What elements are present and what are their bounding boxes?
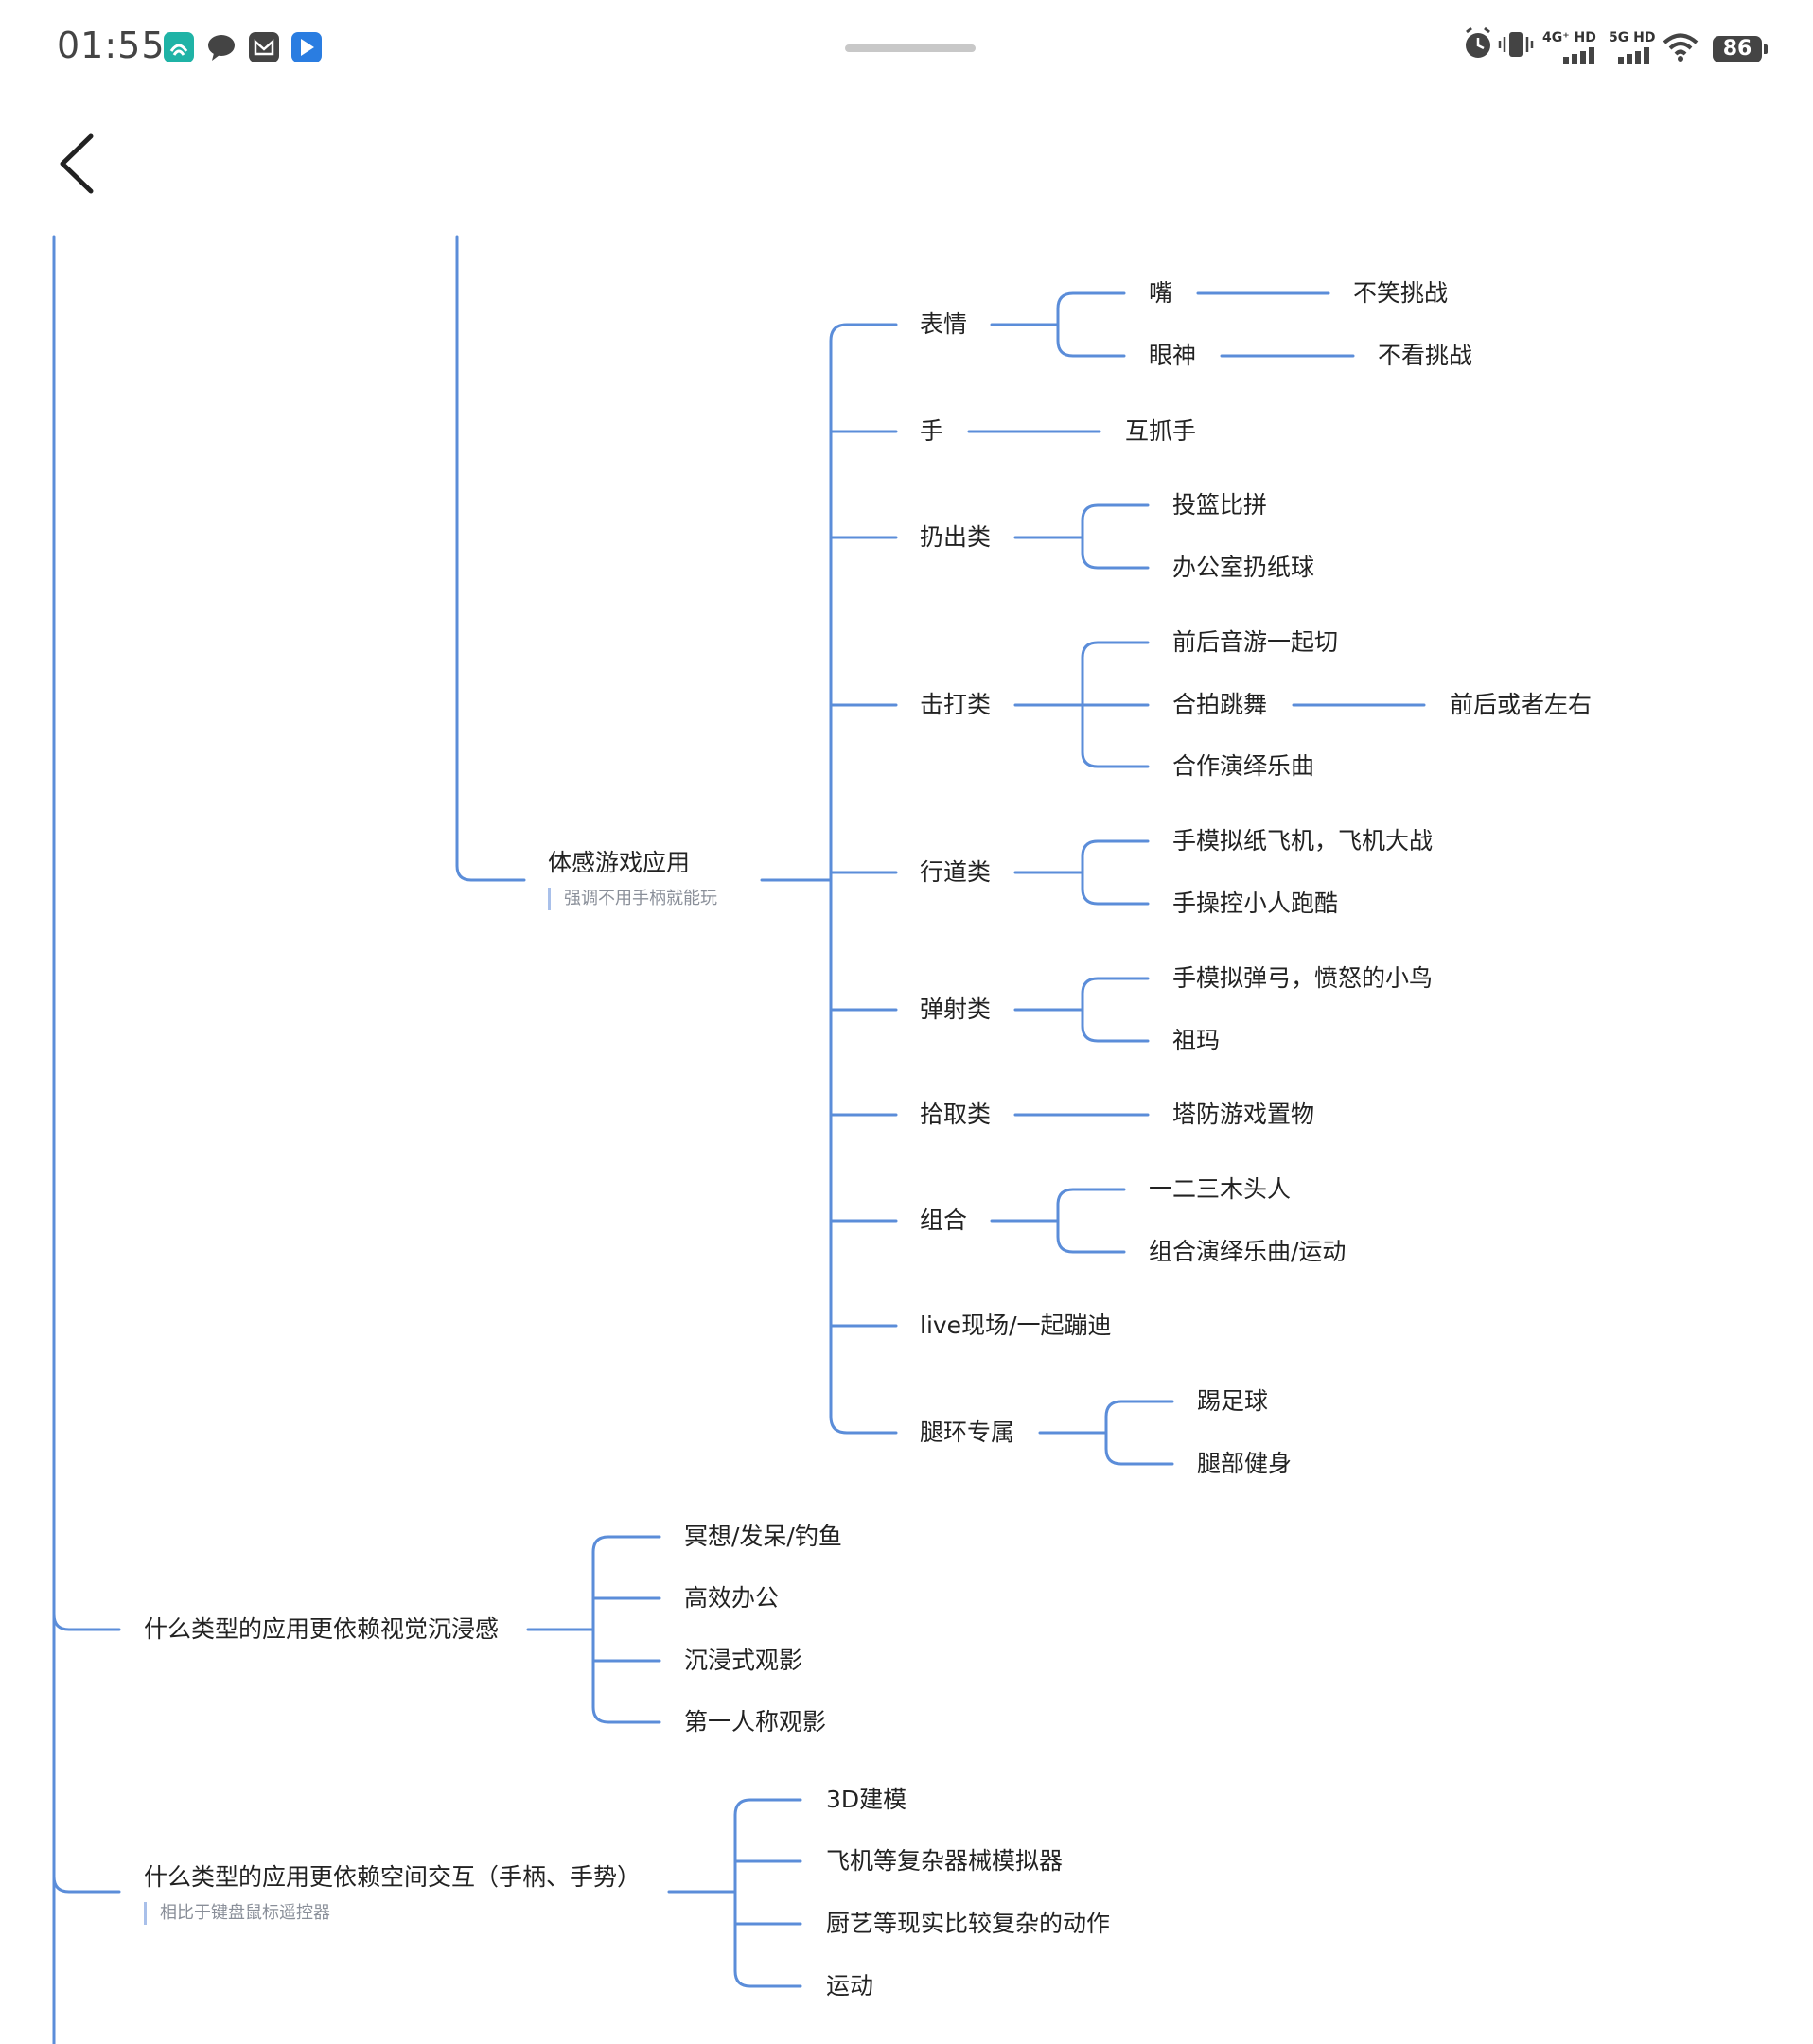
node-spatial-note: 相比于键盘鼠标遥控器: [144, 1902, 330, 1925]
node-yundong[interactable]: 运动: [826, 1972, 874, 2000]
node-visual[interactable]: 什么类型的应用更依赖视觉沉浸感: [144, 1615, 500, 1643]
node-zui[interactable]: 嘴: [1149, 279, 1173, 307]
node-bangong[interactable]: 高效办公: [684, 1584, 780, 1612]
node-dangong[interactable]: 手模拟弹弓，愤怒的小鸟: [1172, 964, 1434, 992]
node-qianhou[interactable]: 前后或者左右: [1450, 691, 1593, 718]
node-toulan[interactable]: 投篮比拼: [1172, 491, 1268, 519]
drag-handle[interactable]: [845, 44, 976, 52]
node-zhiqiu[interactable]: 办公室扔纸球: [1172, 554, 1315, 581]
node-yinyou[interactable]: 前后音游一起切: [1172, 628, 1339, 656]
node-live[interactable]: live现场/一起蹦迪: [920, 1312, 1112, 1339]
node-paoku[interactable]: 手操控小人跑酷: [1172, 890, 1339, 917]
node-chuyi[interactable]: 厨艺等现实比较复杂的动作: [826, 1910, 1111, 1937]
node-bukan[interactable]: 不看挑战: [1378, 342, 1473, 369]
node-yuequ[interactable]: 合作演绎乐曲: [1172, 752, 1315, 780]
node-shiqu[interactable]: 拾取类: [920, 1101, 992, 1128]
node-shou[interactable]: 手: [920, 417, 944, 445]
network-4g-label: 4G⁺ HD: [1542, 30, 1596, 45]
node-tuihuan[interactable]: 腿环专属: [920, 1418, 1015, 1446]
node-rengchu[interactable]: 扔出类: [920, 523, 992, 551]
signal-5g-icon: [1616, 47, 1654, 68]
network-5g-label: 5G HD: [1609, 30, 1656, 45]
node-huzhuashou[interactable]: 互抓手: [1125, 417, 1197, 445]
node-biaoqing[interactable]: 表情: [920, 310, 968, 338]
node-buxiao[interactable]: 不笑挑战: [1353, 279, 1449, 307]
node-jianshen[interactable]: 腿部健身: [1197, 1450, 1293, 1477]
bookmark-app-icon: [291, 32, 322, 62]
node-tafang[interactable]: 塔防游戏置物: [1172, 1101, 1315, 1128]
node-zuhe-yuequ[interactable]: 组合演绎乐曲/运动: [1149, 1238, 1347, 1265]
alarm-icon: [1461, 25, 1495, 66]
node-tanshe[interactable]: 弹射类: [920, 996, 992, 1023]
node-tigan[interactable]: 体感游戏应用: [548, 849, 691, 876]
chevron-left-icon: [60, 133, 94, 194]
chat-icon: [206, 32, 237, 62]
node-yanshen[interactable]: 眼神: [1149, 342, 1197, 369]
node-zuhe[interactable]: 组合: [920, 1207, 968, 1234]
node-xingdao[interactable]: 行道类: [920, 858, 992, 886]
node-guanying[interactable]: 沉浸式观影: [684, 1647, 803, 1674]
node-tigan-note: 强调不用手柄就能玩: [548, 888, 717, 910]
node-tiaowu[interactable]: 合拍跳舞: [1172, 691, 1268, 718]
app-icon: [164, 32, 194, 62]
node-3d[interactable]: 3D建模: [826, 1786, 907, 1813]
node-mingxiang[interactable]: 冥想/发呆/钓鱼: [684, 1523, 842, 1550]
node-zhifeiji[interactable]: 手模拟纸飞机，飞机大战: [1172, 827, 1434, 855]
back-button[interactable]: [55, 131, 102, 197]
node-spatial[interactable]: 什么类型的应用更依赖空间交互（手柄、手势）: [144, 1863, 642, 1891]
battery-indicator: 86: [1713, 36, 1768, 62]
clock: 01:55: [57, 25, 166, 66]
mail-icon: [249, 32, 279, 62]
vibrate-icon: [1497, 25, 1535, 66]
wifi-icon: [1662, 32, 1699, 66]
signal-4g-icon: [1561, 47, 1599, 68]
node-zuqiu[interactable]: 踢足球: [1197, 1387, 1269, 1415]
node-diyirencheng[interactable]: 第一人称观影: [684, 1708, 827, 1736]
node-mutouren[interactable]: 一二三木头人: [1149, 1175, 1292, 1203]
node-zuma[interactable]: 祖玛: [1172, 1027, 1221, 1054]
node-moniqi[interactable]: 飞机等复杂器械模拟器: [826, 1847, 1064, 1875]
status-bar: 01:55 4G⁺ HD 5G HD 86: [0, 0, 1813, 95]
node-jida[interactable]: 击打类: [920, 691, 992, 718]
